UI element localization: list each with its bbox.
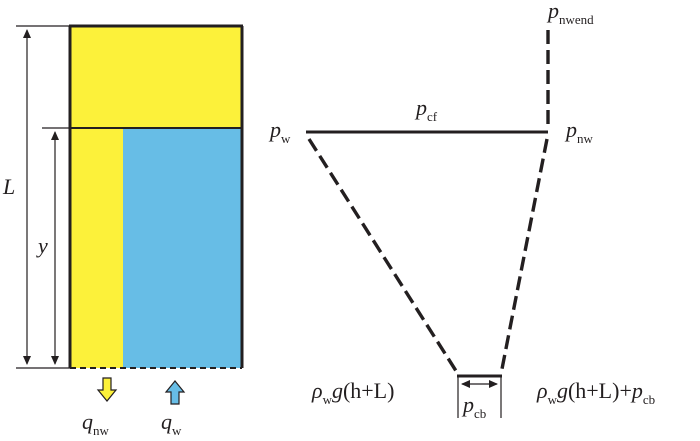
nonwetting-flux-arrow xyxy=(96,377,118,402)
q-nw-label: qnw xyxy=(82,409,110,438)
height-dimension xyxy=(42,127,70,365)
p-nw-label: pnw xyxy=(564,117,594,146)
p-nwend-label: pnwend xyxy=(546,0,594,27)
nonwetting-finger-region xyxy=(70,128,123,368)
outlet-nonwetting-pressure-label: ρwg(h+L)+pcb xyxy=(536,378,655,407)
p-w-label: pw xyxy=(268,117,291,146)
height-label: y xyxy=(36,233,48,258)
wetting-pressure-line xyxy=(307,138,460,375)
length-label: L xyxy=(2,174,15,199)
length-dimension xyxy=(16,25,70,369)
nonwetting-pressure-line xyxy=(499,138,549,375)
down-arrow-icon xyxy=(96,377,118,402)
q-w-label: qw xyxy=(161,409,182,438)
up-arrow-icon xyxy=(164,380,186,405)
outlet-wetting-pressure-label: ρwg(h+L) xyxy=(311,378,394,407)
p-cf-label: pcf xyxy=(414,95,438,124)
wetting-region xyxy=(123,128,242,368)
column xyxy=(68,24,244,369)
nonwetting-top-region xyxy=(70,26,242,128)
wetting-flux-arrow xyxy=(164,380,186,405)
pressure-profile xyxy=(306,30,550,418)
p-cb-label: pcb xyxy=(461,392,486,421)
